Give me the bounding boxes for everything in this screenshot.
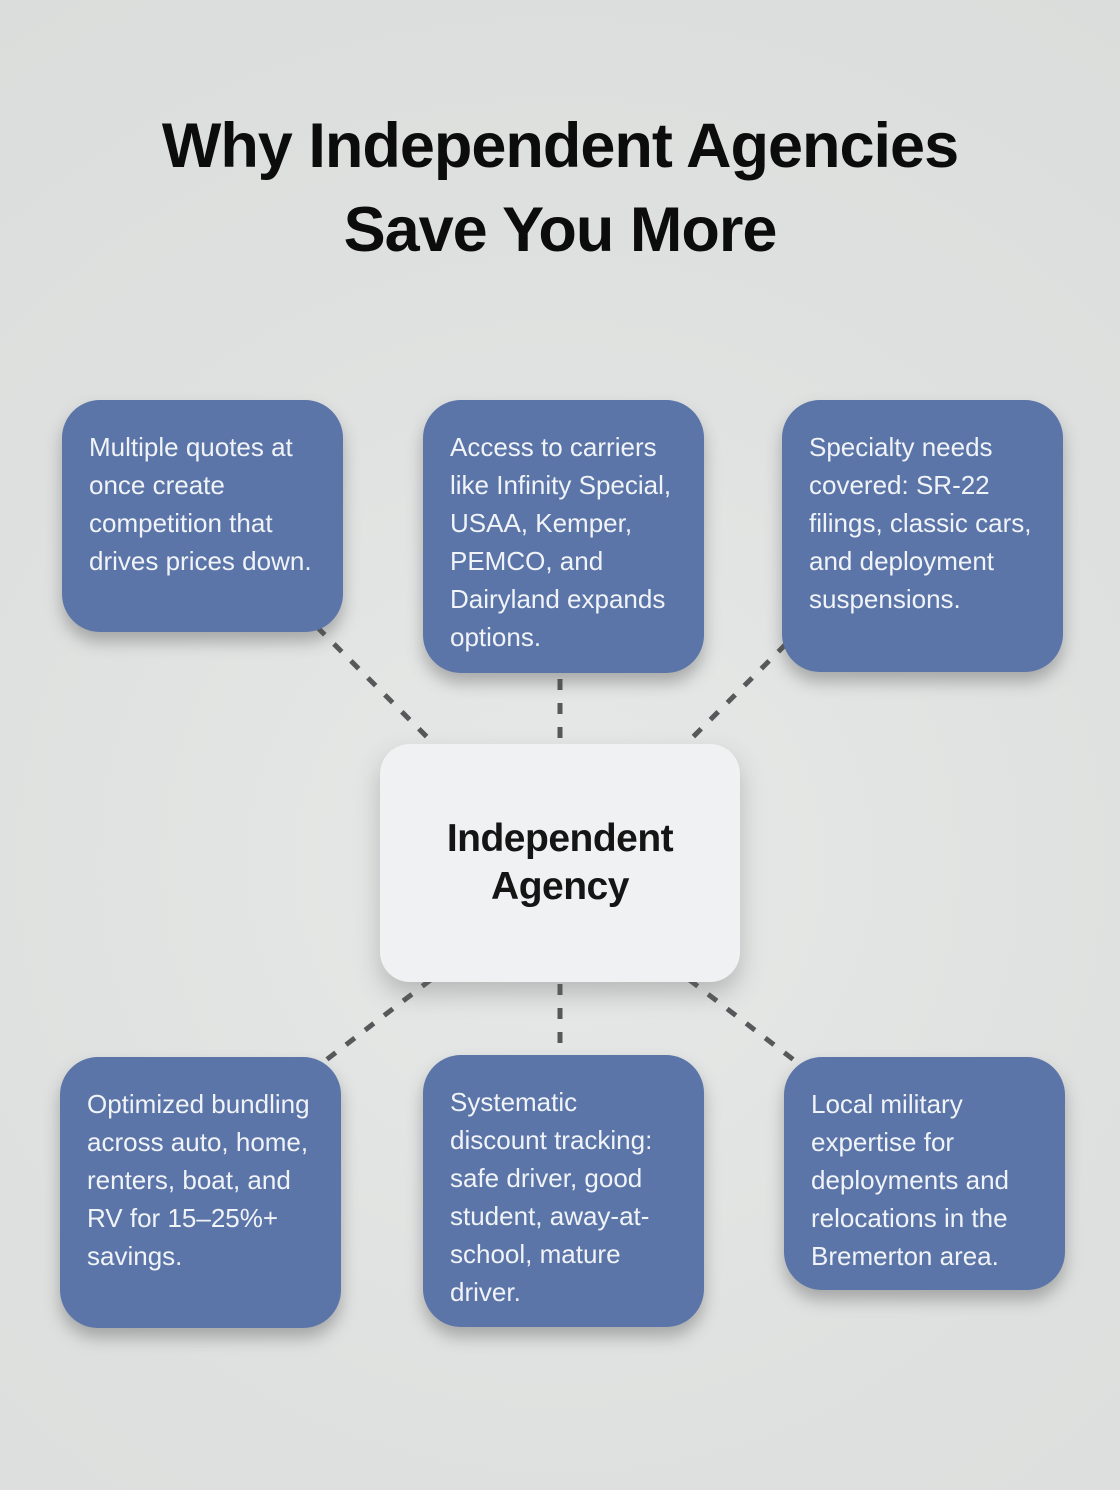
node-top-left: Multiple quotes at once create competiti… (62, 400, 343, 632)
node-top-right-text: Specialty needs covered: SR-22 filings, … (809, 432, 1032, 614)
connector-bottom-left (298, 963, 452, 1082)
connector-bottom-right (668, 963, 822, 1082)
node-bottom-left: Optimized bundling across auto, home, re… (60, 1057, 341, 1328)
connector-top-right (668, 608, 822, 762)
node-top-center: Access to carriers like Infinity Special… (423, 400, 704, 673)
center-node-label: Independent Agency (446, 817, 674, 908)
node-bottom-center-text: Systematic discount tracking: safe drive… (450, 1087, 653, 1307)
connector-top-left (298, 608, 452, 762)
center-node: Independent Agency (380, 744, 740, 982)
node-top-left-text: Multiple quotes at once create competiti… (89, 432, 312, 576)
node-bottom-right: Local military expertise for deployments… (784, 1057, 1065, 1290)
node-top-center-text: Access to carriers like Infinity Special… (450, 432, 672, 652)
node-bottom-right-text: Local military expertise for deployments… (811, 1089, 1010, 1271)
node-bottom-left-text: Optimized bundling across auto, home, re… (87, 1089, 310, 1271)
node-top-right: Specialty needs covered: SR-22 filings, … (782, 400, 1063, 672)
page-title-line-2: Save You More (343, 195, 778, 265)
node-bottom-center: Systematic discount tracking: safe drive… (423, 1055, 704, 1327)
page-title-line-1: Why Independent Agencies (161, 111, 959, 181)
